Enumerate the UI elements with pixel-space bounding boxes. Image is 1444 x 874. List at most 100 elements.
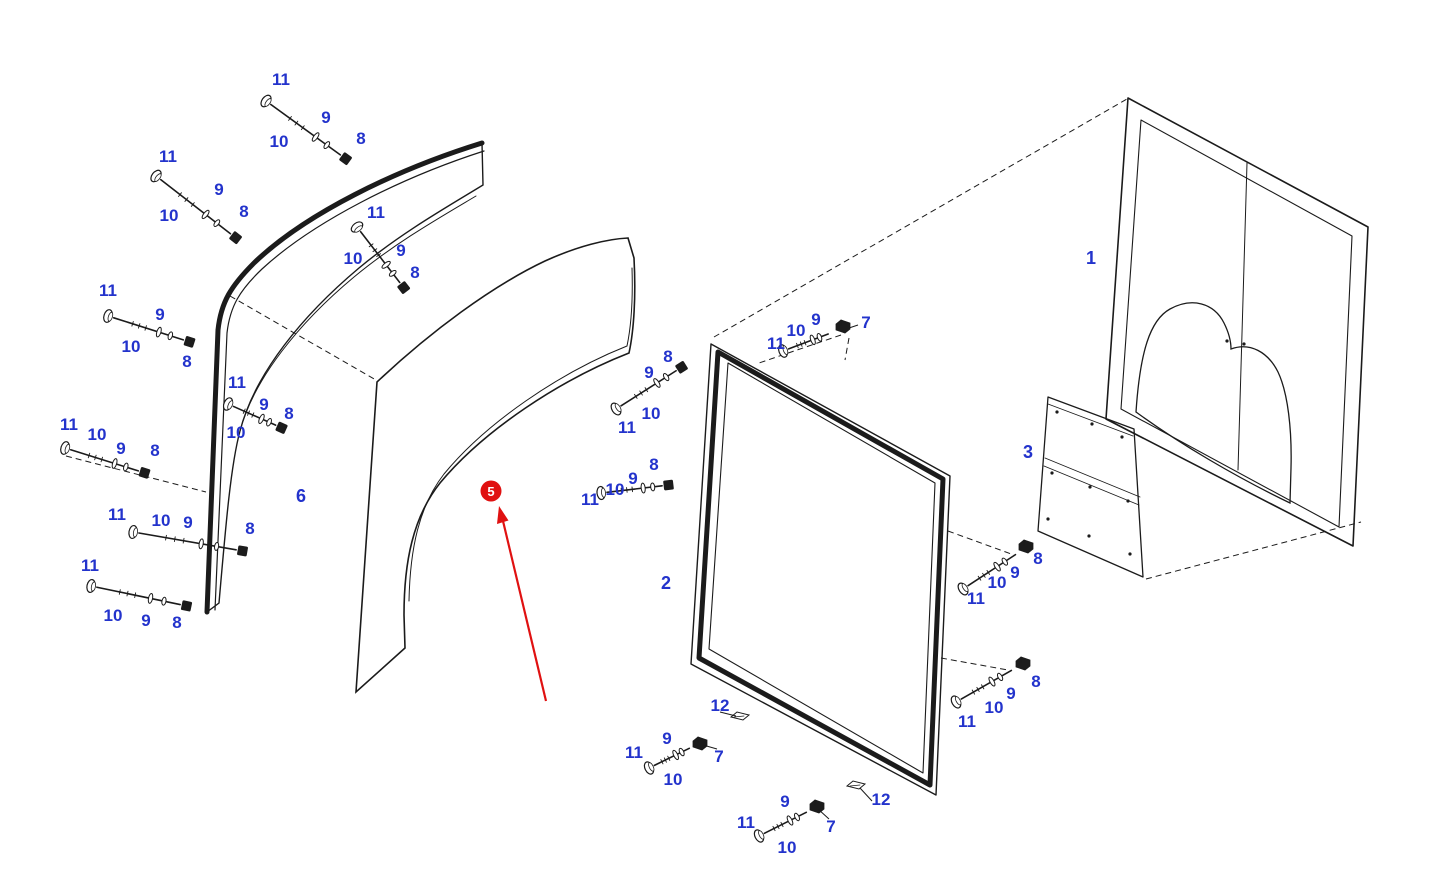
screw-shaft-10 bbox=[967, 553, 1017, 587]
part-callout: 10 bbox=[787, 321, 806, 340]
part-callout: 11 bbox=[737, 813, 755, 832]
part-callout: 11 bbox=[967, 589, 985, 608]
washer-9 bbox=[1001, 557, 1009, 566]
part-callout: 8 bbox=[284, 404, 293, 423]
part-callout: 8 bbox=[663, 347, 672, 366]
hinge-panel-band-line bbox=[1043, 465, 1140, 506]
hinge-hole-dot bbox=[1120, 435, 1124, 439]
nut-8 bbox=[237, 545, 248, 557]
frame-inner-edge bbox=[206, 142, 484, 613]
part-callout: 7 bbox=[714, 747, 723, 766]
rear-window-panel-1 bbox=[1105, 97, 1369, 547]
rear-panel-cutout bbox=[1135, 302, 1292, 505]
part-callout: 8 bbox=[1033, 549, 1042, 568]
part-callout: 11 bbox=[108, 505, 126, 524]
screw-thread-tick bbox=[294, 120, 299, 126]
nut-8 bbox=[183, 336, 196, 348]
screw-thread-tick bbox=[660, 759, 664, 765]
washer-9 bbox=[147, 592, 154, 604]
screw-shaft-10 bbox=[138, 532, 237, 551]
screw-thread-tick bbox=[986, 569, 991, 575]
part-callout: 10 bbox=[160, 206, 179, 225]
fastener-assembly bbox=[222, 397, 288, 434]
part-callout: 11 bbox=[618, 418, 636, 437]
red-marker-circle bbox=[480, 480, 502, 502]
washer-9 bbox=[793, 812, 801, 822]
part-callout: 12 bbox=[711, 696, 730, 715]
dashed-construction-line bbox=[65, 455, 207, 493]
fastener-assembly bbox=[150, 169, 242, 245]
screw-thread-tick bbox=[981, 684, 985, 690]
part-callout: 10 bbox=[606, 480, 625, 499]
part-callout: 9 bbox=[1006, 684, 1015, 703]
part-callout: 9 bbox=[780, 792, 789, 811]
plug-cap-inner bbox=[758, 830, 765, 840]
door-glass-outer bbox=[690, 343, 951, 796]
screw-thread-tick bbox=[982, 572, 986, 578]
screw-shaft-10 bbox=[159, 178, 232, 235]
hinge-bracket-7 bbox=[809, 799, 825, 814]
fastener-assembly bbox=[950, 669, 1013, 709]
plug-cap-inner bbox=[354, 225, 363, 233]
screw-thread-tick bbox=[134, 592, 137, 598]
retaining-clip-12 bbox=[845, 780, 867, 790]
leader-lines bbox=[702, 324, 873, 820]
fastener-assembly bbox=[610, 361, 688, 416]
door-glass-inner bbox=[708, 362, 936, 774]
washer-9 bbox=[988, 676, 996, 687]
part-callout: 11 bbox=[958, 712, 976, 731]
part-number-label: 6 bbox=[296, 486, 306, 506]
washer-9 bbox=[786, 815, 794, 826]
washer-9 bbox=[662, 373, 670, 382]
plug-cap-inner bbox=[154, 173, 162, 182]
washer-9 bbox=[650, 482, 656, 492]
part-callout: 9 bbox=[214, 180, 223, 199]
part-number-label: 1 bbox=[1086, 248, 1096, 268]
fastener-assembly bbox=[596, 479, 674, 501]
plug-cap-inner bbox=[648, 762, 655, 772]
frame-seal-inner-line bbox=[214, 150, 485, 611]
fastener-assembly bbox=[643, 747, 691, 775]
dashed-construction-line bbox=[844, 337, 850, 361]
plug-cap-inner bbox=[614, 403, 622, 413]
part-callout: 10 bbox=[344, 249, 363, 268]
screw-thread-tick bbox=[639, 390, 643, 396]
hinge-bracket-7 bbox=[692, 736, 708, 751]
frame-channel-line bbox=[239, 195, 477, 432]
fastener-assembly bbox=[260, 94, 352, 165]
screw-thread-tick bbox=[247, 410, 250, 416]
washer-9 bbox=[201, 209, 210, 220]
dashed-construction-line bbox=[940, 657, 1009, 671]
rear-panel-center-seam bbox=[1237, 162, 1248, 471]
washer-9 bbox=[809, 334, 816, 346]
part-callout: 10 bbox=[88, 425, 107, 444]
washer-9 bbox=[381, 260, 391, 269]
screw-thread-tick bbox=[799, 341, 803, 347]
screw-thread-tick bbox=[242, 408, 246, 414]
rear-panel-outer bbox=[1105, 97, 1369, 547]
part-callout: 10 bbox=[152, 511, 171, 530]
screw-thread-tick bbox=[663, 757, 667, 763]
screw-thread-tick bbox=[173, 536, 176, 543]
retaining-clip-12 bbox=[729, 711, 751, 721]
part-callout: 10 bbox=[104, 606, 123, 625]
red-marker-label: 5 bbox=[487, 484, 494, 499]
hinge-panel-top-line bbox=[1047, 403, 1134, 437]
window-frame-seal-6 bbox=[204, 140, 485, 615]
rivet-dot bbox=[1225, 339, 1229, 343]
washer-9 bbox=[258, 413, 265, 425]
hinge-hole-dot bbox=[1055, 410, 1059, 414]
fastener-assembly bbox=[128, 524, 248, 557]
hinge-panel-band-line bbox=[1044, 457, 1141, 498]
nut-8 bbox=[675, 361, 688, 374]
washer-9 bbox=[198, 538, 204, 550]
hinge-hole-dot bbox=[1126, 499, 1130, 503]
screw-thread-tick bbox=[131, 321, 134, 327]
nut-8 bbox=[339, 152, 352, 165]
dashed-construction-line bbox=[1145, 521, 1362, 580]
part-callout: 8 bbox=[150, 441, 159, 460]
bracket-body bbox=[835, 319, 851, 334]
part-callout: 11 bbox=[767, 334, 785, 353]
clip-line bbox=[733, 715, 745, 718]
screw-thread-tick bbox=[100, 456, 103, 463]
